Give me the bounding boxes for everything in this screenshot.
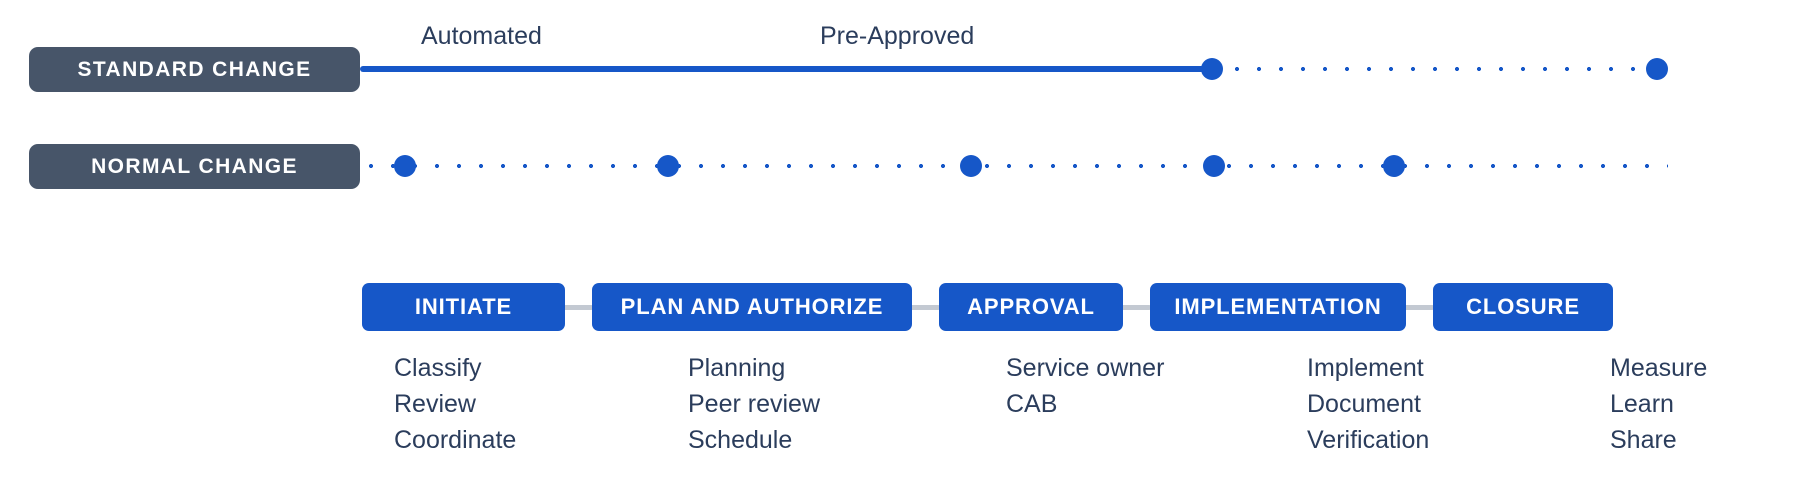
- standard-solid-segment: [360, 66, 1212, 72]
- timeline-standard-change: [360, 58, 1670, 80]
- detail-list-plan-and-authorize: Planning Peer review Schedule: [688, 350, 820, 458]
- standard-milestone-node-1: [1201, 58, 1223, 80]
- stage-chip-approval[interactable]: APPROVAL: [939, 283, 1123, 331]
- stage-connector-1: [563, 305, 593, 310]
- detail-item: Coordinate: [394, 426, 517, 454]
- stage-chip-row: INITIATE PLAN AND AUTHORIZE APPROVAL IMP…: [0, 283, 1798, 331]
- detail-item: Learn: [1610, 390, 1674, 418]
- normal-dotted-segment: [360, 163, 1668, 169]
- detail-list-approval: Service owner CAB: [1006, 350, 1164, 422]
- detail-item: Verification: [1307, 426, 1430, 454]
- detail-item: Peer review: [688, 390, 820, 418]
- stage-chip-initiate[interactable]: INITIATE: [362, 283, 565, 331]
- detail-item: Implement: [1307, 354, 1424, 382]
- stage-chip-closure[interactable]: CLOSURE: [1433, 283, 1613, 331]
- stage-connector-2: [910, 305, 940, 310]
- normal-milestone-node-5: [1383, 155, 1405, 177]
- standard-dotted-segment: [1226, 66, 1656, 72]
- detail-item: Service owner: [1006, 354, 1165, 382]
- normal-milestone-node-3: [960, 155, 982, 177]
- detail-item: Share: [1610, 426, 1677, 454]
- badge-standard-change: STANDARD CHANGE: [29, 47, 360, 92]
- normal-milestone-node-4: [1203, 155, 1225, 177]
- standard-milestone-node-2: [1646, 58, 1668, 80]
- detail-item: Document: [1307, 390, 1421, 418]
- detail-item: Measure: [1610, 354, 1708, 382]
- stage-connector-3: [1121, 305, 1151, 310]
- phase-label-automated: Automated: [421, 22, 542, 50]
- normal-milestone-node-1: [394, 155, 416, 177]
- detail-list-implementation: Implement Document Verification: [1307, 350, 1429, 458]
- detail-list-initiate: Classify Review Coordinate: [394, 350, 516, 458]
- detail-item: Planning: [688, 354, 786, 382]
- detail-item: CAB: [1006, 390, 1058, 418]
- stage-connector-4: [1404, 305, 1434, 310]
- badge-normal-change: NORMAL CHANGE: [29, 144, 360, 189]
- detail-item: Schedule: [688, 426, 793, 454]
- normal-milestone-node-2: [657, 155, 679, 177]
- detail-item: Classify: [394, 354, 482, 382]
- stage-chip-implementation[interactable]: IMPLEMENTATION: [1150, 283, 1406, 331]
- phase-label-pre-approved: Pre-Approved: [820, 22, 975, 50]
- detail-item: Review: [394, 390, 476, 418]
- stage-chip-plan-and-authorize[interactable]: PLAN AND AUTHORIZE: [592, 283, 912, 331]
- detail-list-closure: Measure Learn Share: [1610, 350, 1707, 458]
- timeline-normal-change: [360, 155, 1670, 177]
